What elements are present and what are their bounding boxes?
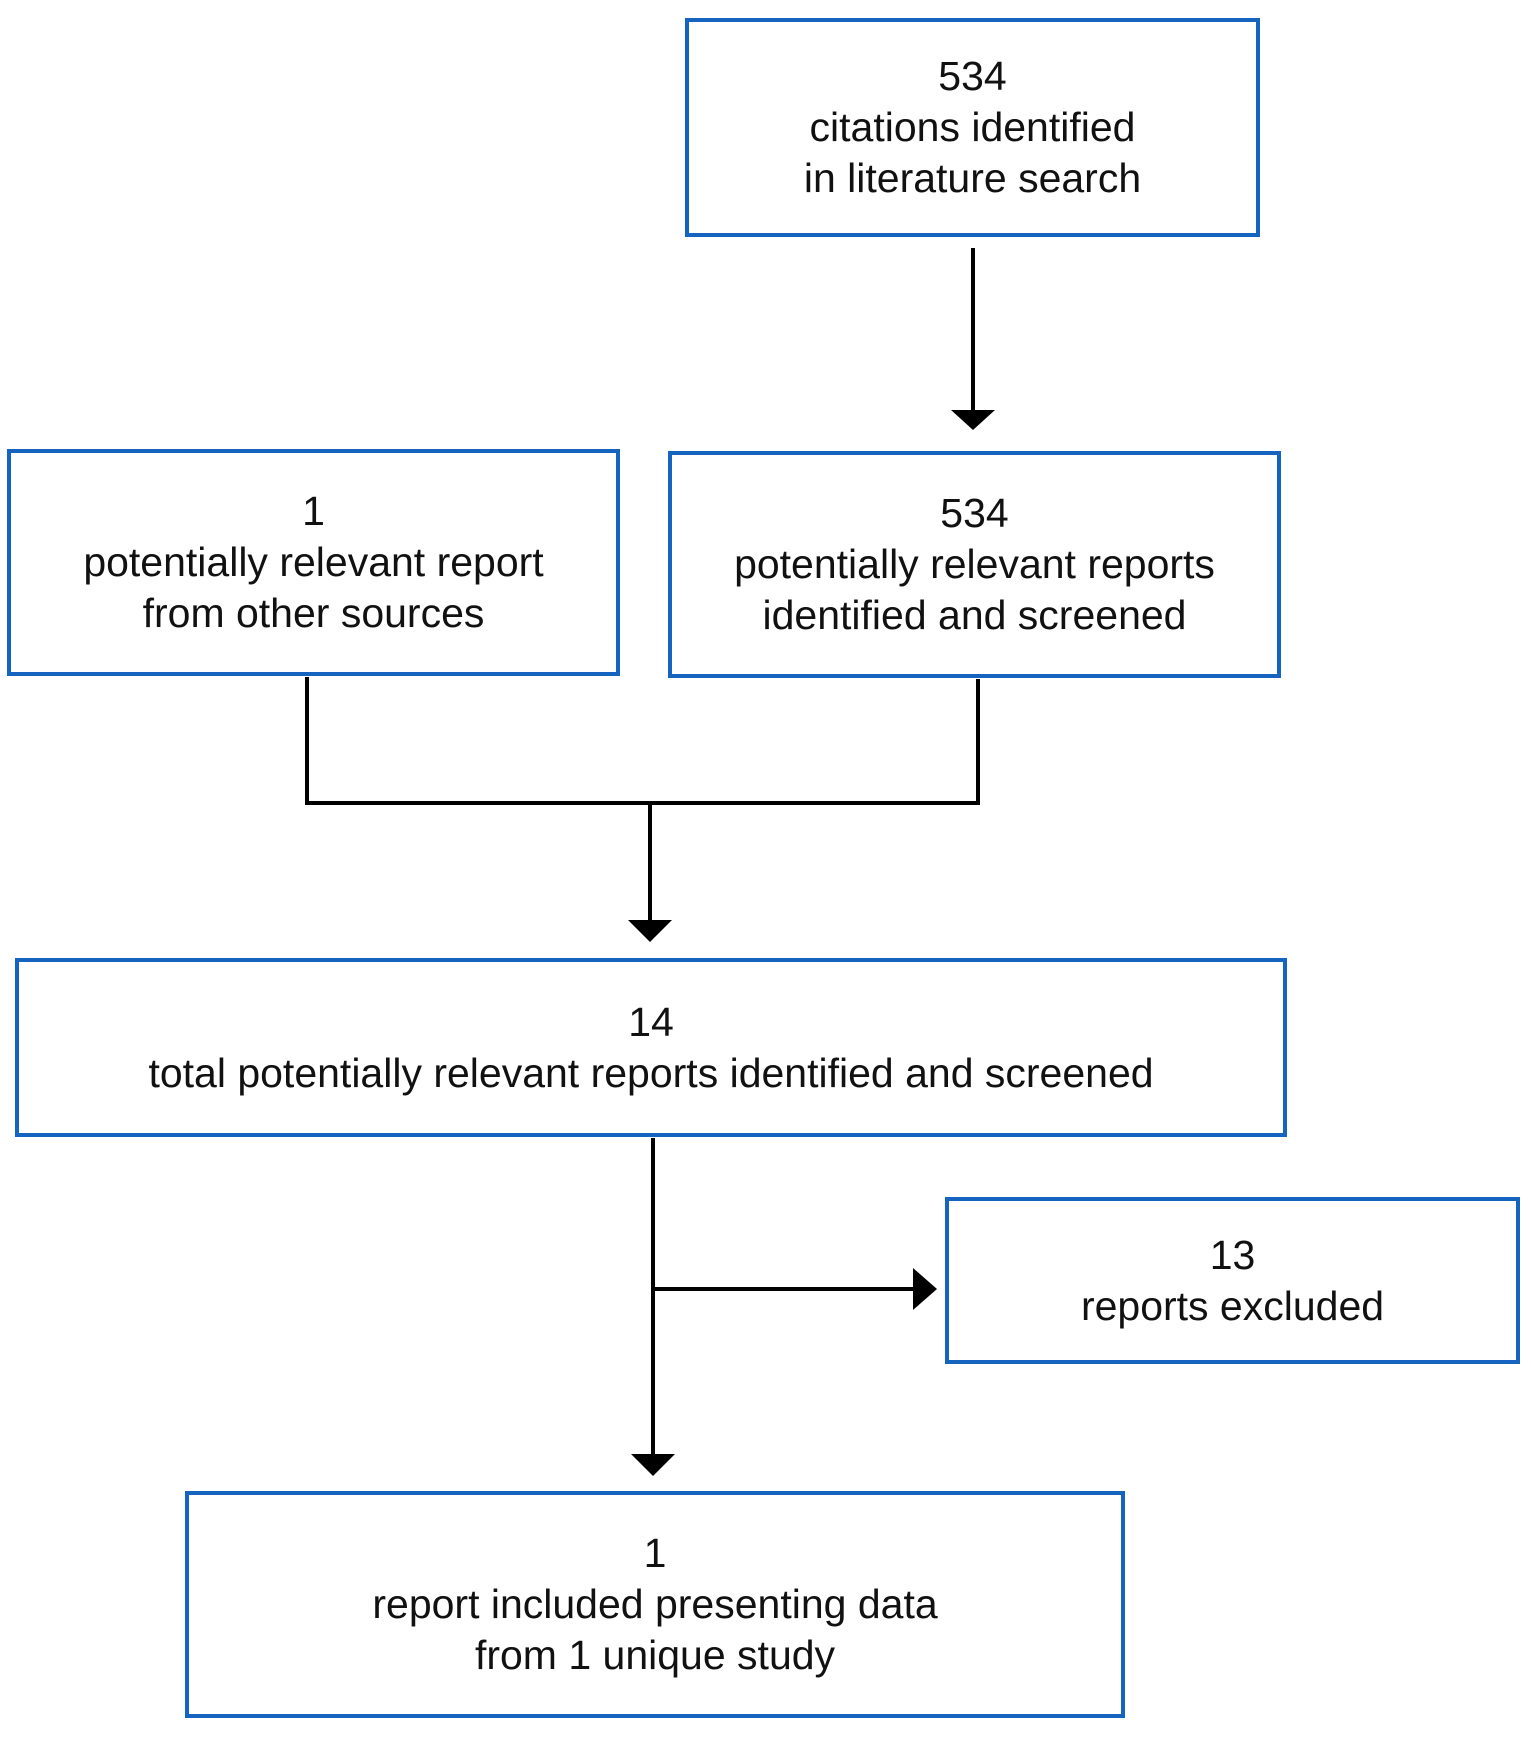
excluded-line-1: reports excluded — [1080, 1282, 1385, 1329]
box-included: 1 report included presenting data from 1… — [185, 1491, 1125, 1718]
excluded-count: 13 — [1209, 1231, 1256, 1278]
box-literature-search: 534 citations identified in literature s… — [685, 18, 1260, 237]
literature-search-line-1: citations identified — [809, 104, 1136, 150]
box-total-screened: 14 total potentially relevant reports id… — [15, 958, 1287, 1137]
literature-search-count: 534 — [938, 53, 1007, 99]
identified-screened-line-2: identified and screened — [762, 592, 1187, 638]
included-line-1: report included presenting data — [372, 1581, 938, 1627]
arrowhead-to-excluded — [913, 1268, 937, 1310]
arrowhead-to-included — [631, 1454, 675, 1476]
box-other-sources: 1 potentially relevant report from other… — [7, 449, 620, 676]
total-screened-count: 14 — [628, 998, 674, 1045]
identified-screened-count: 534 — [940, 490, 1009, 536]
box-identified-screened: 534 potentially relevant reports identif… — [668, 451, 1281, 678]
other-sources-line-1: potentially relevant report — [83, 539, 544, 585]
arrowhead-to-screened — [951, 410, 995, 430]
other-sources-count: 1 — [302, 488, 325, 534]
arrowhead-to-total — [628, 920, 672, 942]
other-sources-line-2: from other sources — [142, 590, 485, 636]
total-screened-line-1: total potentially relevant reports ident… — [148, 1049, 1154, 1096]
included-count: 1 — [643, 1530, 667, 1576]
identified-screened-line-1: potentially relevant reports — [734, 541, 1215, 587]
literature-search-line-2: in literature search — [803, 155, 1142, 201]
box-excluded: 13 reports excluded — [945, 1197, 1520, 1364]
included-line-2: from 1 unique study — [474, 1632, 836, 1678]
